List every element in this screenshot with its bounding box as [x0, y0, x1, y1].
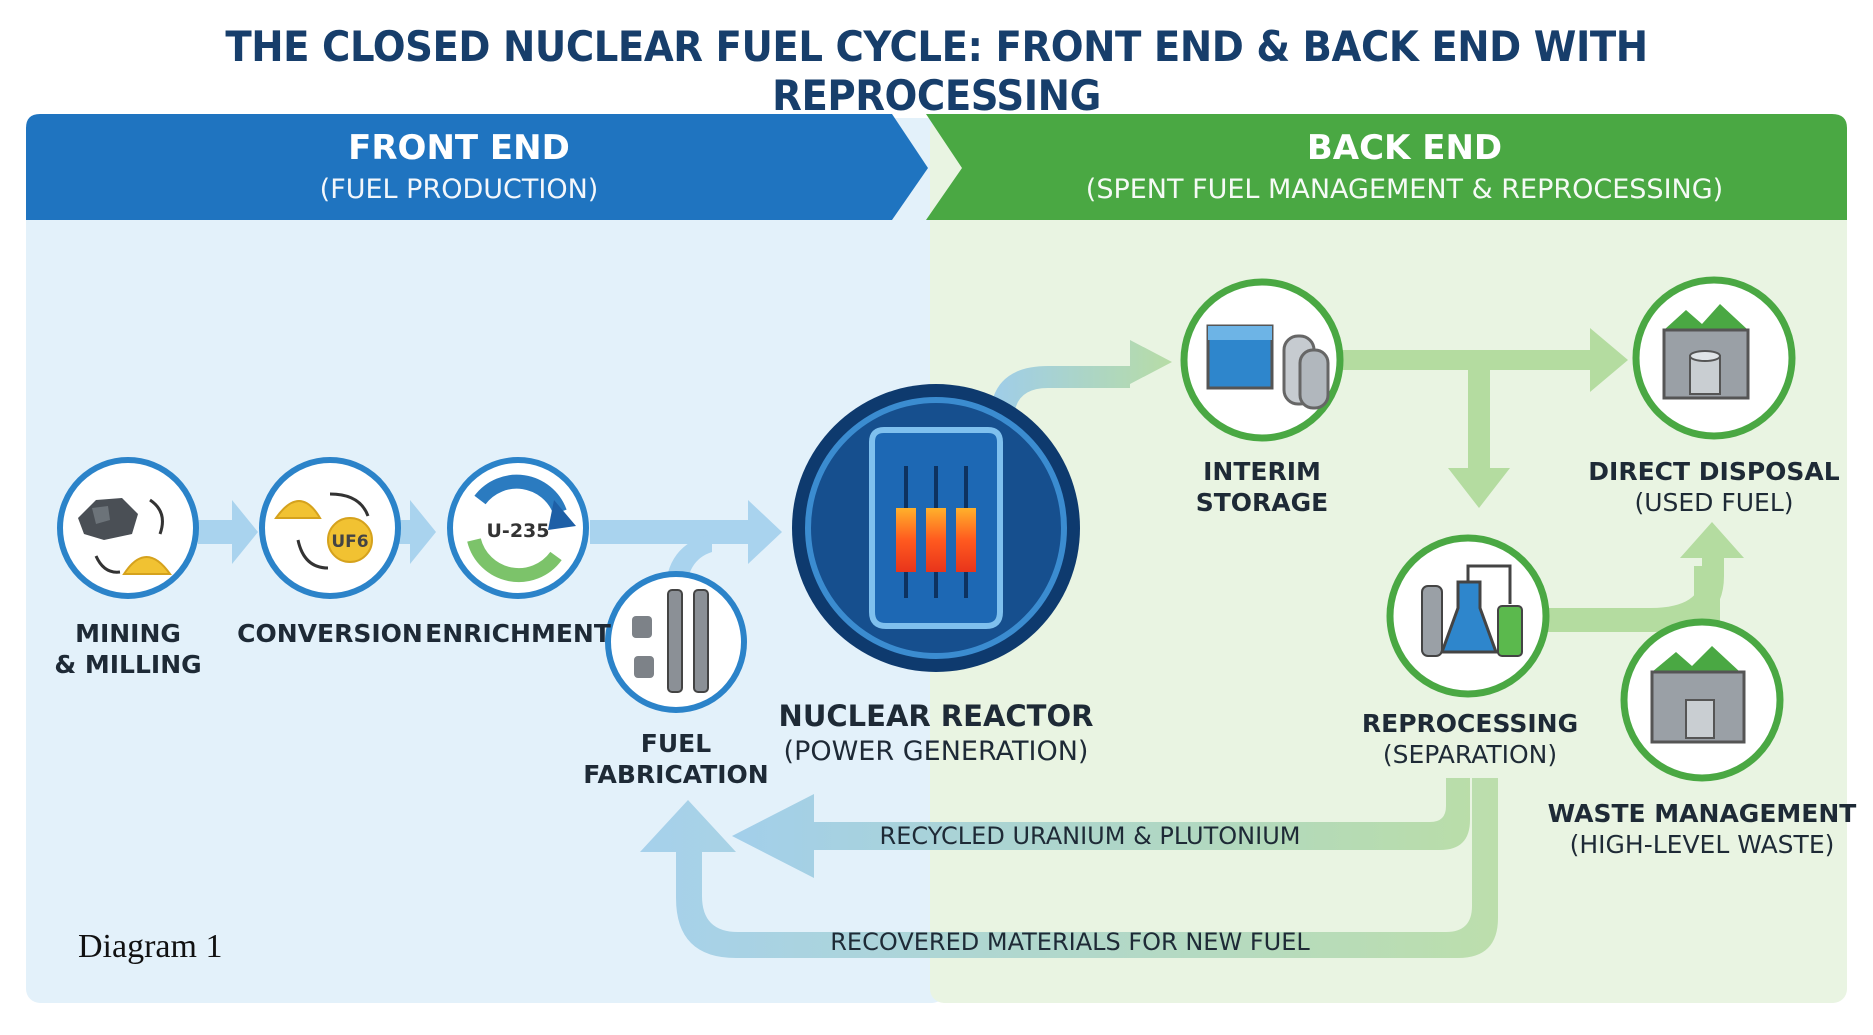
- reprocessing-label: REPROCESSING (SEPARATION): [1361, 709, 1579, 769]
- recovered-flow-label: RECOVERED MATERIALS FOR NEW FUEL: [830, 928, 1310, 956]
- diagram-caption: Diagram 1: [78, 928, 223, 965]
- mining-label: MINING& MILLING: [54, 619, 202, 679]
- conversion-icon: UF6: [259, 457, 401, 599]
- recycled-loop-arrow: [732, 778, 1470, 878]
- front-end-header: FRONT END (FUEL PRODUCTION): [26, 128, 892, 205]
- nuclear-reactor-icon: [792, 384, 1080, 672]
- back-end-header: BACK END (SPENT FUEL MANAGEMENT & REPROC…: [962, 128, 1847, 205]
- reprocessing-icon: [1386, 534, 1550, 698]
- front-end-title: FRONT END: [348, 128, 570, 168]
- direct-disposal-icon: [1632, 276, 1796, 440]
- enrichment-label: ENRICHMENT: [425, 619, 611, 648]
- page-title: THE CLOSED NUCLEAR FUEL CYCLE: FRONT END…: [225, 22, 1648, 120]
- back-end-banner: [926, 114, 1847, 220]
- recovered-loop-arrow: [640, 778, 1498, 958]
- reactor-label: NUCLEAR REACTOR (POWER GENERATION): [778, 699, 1094, 767]
- conversion-label: CONVERSION: [237, 619, 423, 648]
- front-end-banner: [26, 114, 928, 220]
- back-end-panel: [930, 118, 1847, 1003]
- interim-storage-icon: [1180, 278, 1344, 442]
- back-flow-arrows: [1338, 328, 1744, 632]
- mining-milling-icon: [57, 457, 199, 599]
- back-end-title: BACK END: [1306, 128, 1503, 168]
- enrichment-icon: U-235: [447, 457, 589, 599]
- u235-label: U-235: [487, 520, 550, 542]
- recycled-flow-label: RECYCLED URANIUM & PLUTONIUM: [879, 822, 1301, 850]
- waste-management-label: WASTE MANAGEMENT (HIGH-LEVEL WASTE): [1547, 799, 1857, 859]
- back-end-subtitle: (SPENT FUEL MANAGEMENT & REPROCESSING): [1085, 174, 1724, 205]
- uf6-label: UF6: [331, 532, 368, 552]
- front-end-subtitle: (FUEL PRODUCTION): [319, 174, 599, 205]
- waste-management-icon: [1620, 618, 1784, 782]
- reactor-to-storage-arrow: [990, 340, 1172, 420]
- fuel-fabrication-icon: [605, 571, 747, 713]
- direct-disposal-label: DIRECT DISPOSAL (USED FUEL): [1588, 457, 1840, 517]
